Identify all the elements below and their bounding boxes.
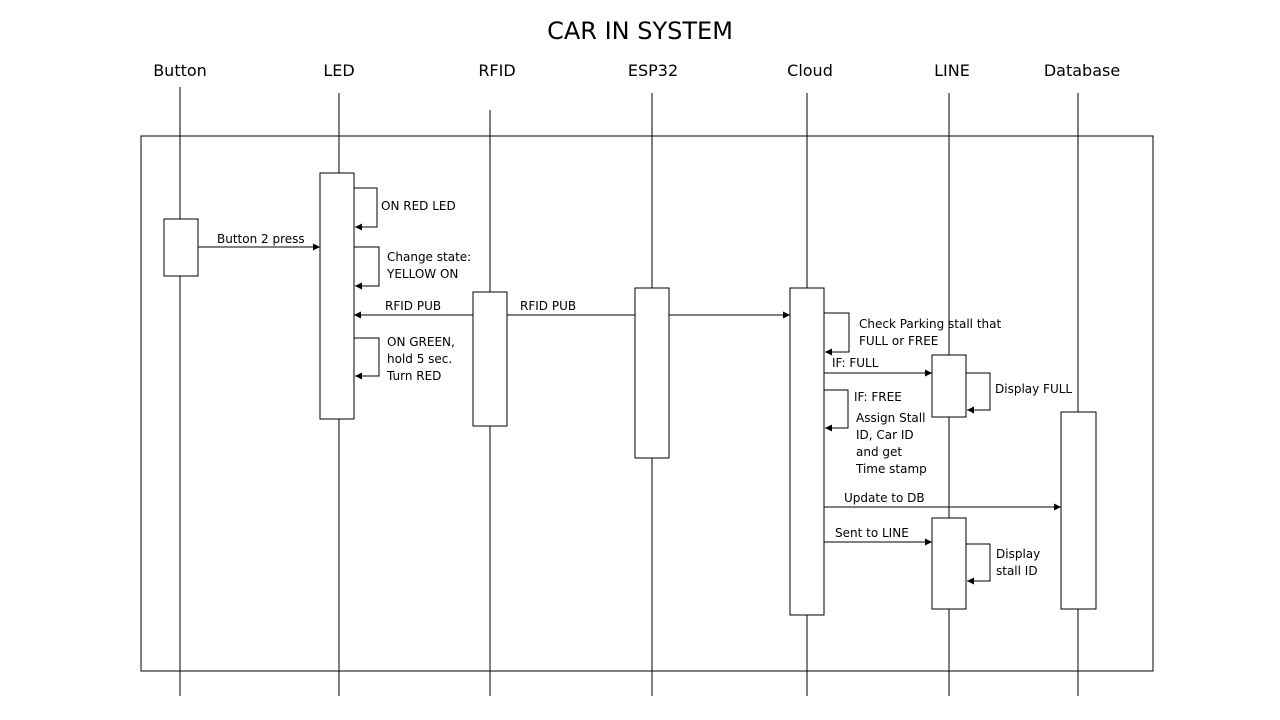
activation-rfid xyxy=(472,291,508,427)
diagram-title: CAR IN SYSTEM xyxy=(547,17,733,45)
actor-esp32-label: ESP32 xyxy=(628,61,678,80)
activation-led xyxy=(319,172,355,420)
actor-led-label: LED xyxy=(323,61,354,80)
self-arrow-if-free xyxy=(824,389,849,432)
msg-if-free: IF: FREE xyxy=(854,390,902,404)
msg-assign-1: Assign Stall xyxy=(856,411,925,425)
activation-line-stall xyxy=(931,517,967,610)
msg-update-db: Update to DB xyxy=(844,491,925,505)
msg-change-state-2: YELLOW ON xyxy=(386,267,458,281)
msg-button-press: Button 2 press xyxy=(217,232,305,246)
msg-on-green-2: hold 5 sec. xyxy=(387,352,452,366)
self-arrow-change-state xyxy=(354,246,380,290)
msg-change-state-1: Change state: xyxy=(387,250,471,264)
self-arrow-check-parking xyxy=(824,312,850,356)
msg-if-full: IF: FULL xyxy=(832,356,879,370)
msg-assign-3: and get xyxy=(856,445,902,459)
actor-rfid-label: RFID xyxy=(478,61,515,80)
msg-rfid-pub-led: RFID PUB xyxy=(385,299,441,313)
msg-on-green-1: ON GREEN, xyxy=(387,335,455,349)
self-arrow-on-red xyxy=(354,187,378,231)
activation-line-full xyxy=(931,354,967,418)
self-arrow-display-full xyxy=(966,372,991,414)
msg-display-stall-1: Display xyxy=(996,547,1040,561)
self-arrow-display-stall xyxy=(966,543,991,585)
actor-database-label: Database xyxy=(1044,61,1120,80)
msg-on-red-led: ON RED LED xyxy=(381,199,456,213)
self-arrow-on-green xyxy=(354,337,380,380)
msg-assign-4: Time stamp xyxy=(855,462,927,476)
actor-button-label: Button xyxy=(153,61,207,80)
msg-sent-to-line: Sent to LINE xyxy=(835,526,909,540)
activation-esp32 xyxy=(634,287,670,459)
msg-check-parking-2: FULL or FREE xyxy=(859,334,938,348)
msg-display-full: Display FULL xyxy=(995,382,1072,396)
activation-cloud xyxy=(789,287,825,616)
actor-cloud-label: Cloud xyxy=(787,61,833,80)
activation-database xyxy=(1060,411,1097,610)
msg-assign-2: ID, Car ID xyxy=(856,428,914,442)
system-frame xyxy=(140,135,1154,672)
actor-line-label: LINE xyxy=(934,61,970,80)
msg-rfid-pub-esp: RFID PUB xyxy=(520,299,576,313)
msg-on-green-3: Turn RED xyxy=(386,369,441,383)
msg-check-parking-1: Check Parking stall that xyxy=(859,317,1001,331)
msg-display-stall-2: stall ID xyxy=(996,564,1038,578)
activation-button xyxy=(163,218,199,277)
